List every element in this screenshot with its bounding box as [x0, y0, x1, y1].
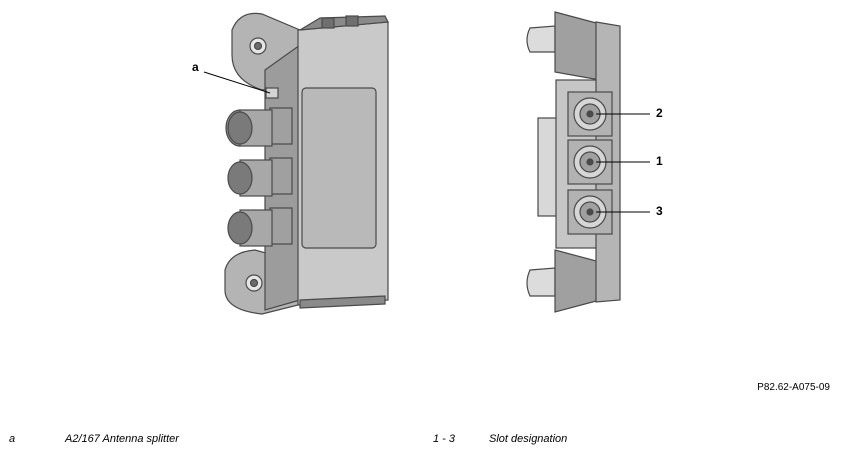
- splitter-perspective-view: [224, 12, 389, 315]
- legend-key-slots: 1 - 3: [433, 433, 456, 445]
- callout-a: a: [192, 60, 199, 74]
- connector-3-side: [227, 207, 293, 247]
- callout-slot-3: 3: [656, 204, 663, 218]
- connector-1-side: [225, 107, 293, 147]
- callout-slot-1: 1: [656, 154, 663, 168]
- callout-a-leader: [203, 71, 271, 94]
- legend-text-slots: Slot designation: [489, 433, 568, 445]
- splitter-illustration: [203, 11, 650, 315]
- connector-2-side: [227, 157, 293, 197]
- legend-key-a: a: [9, 433, 16, 445]
- label-recess: [301, 87, 377, 249]
- figure-id: P82.62-A075-09: [757, 382, 830, 393]
- splitter-latch: [265, 87, 279, 99]
- callout-slot-2: 2: [656, 106, 663, 120]
- legend-text-a: A2/167 Antenna splitter: [65, 433, 179, 445]
- antenna-splitter-figure: a 2 1 3: [192, 11, 663, 315]
